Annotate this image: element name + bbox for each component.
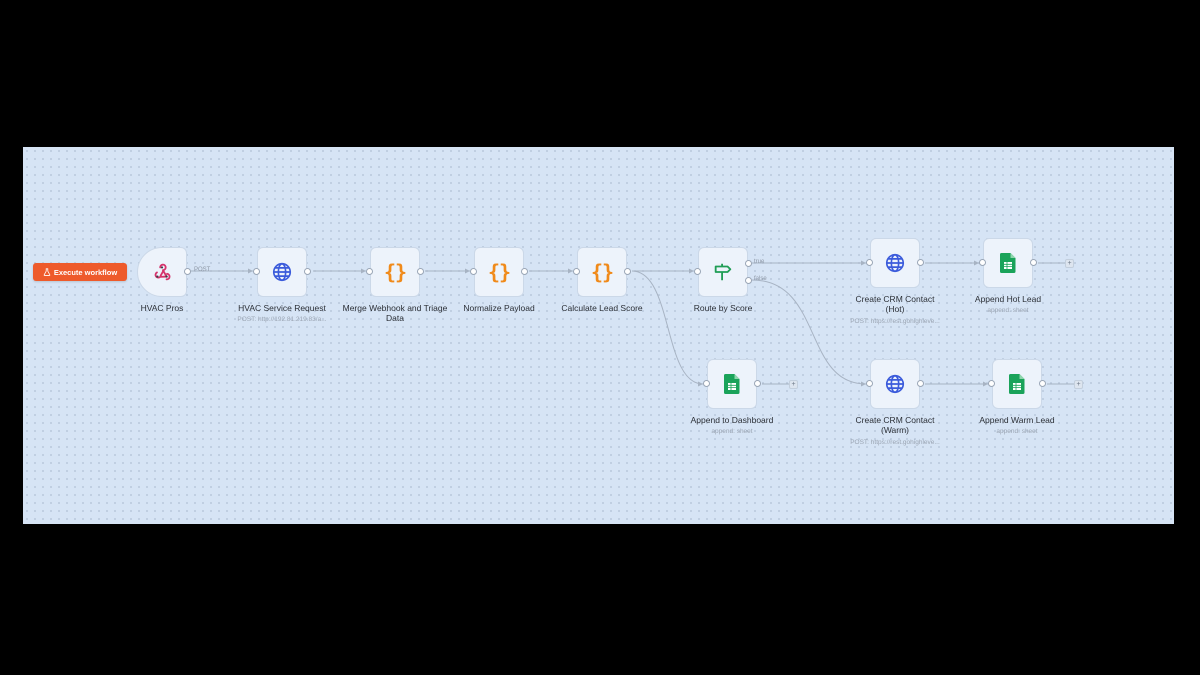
connections-layer bbox=[191, 260, 1074, 387]
node-dashboard-output[interactable] bbox=[754, 380, 761, 387]
webhook-icon bbox=[154, 263, 171, 281]
node-score[interactable]: {} Calculate Lead Score bbox=[561, 247, 643, 313]
node-route-output-false[interactable] bbox=[745, 277, 752, 284]
node-normalize-label: Normalize Payload bbox=[463, 303, 535, 313]
globe-icon bbox=[272, 262, 292, 282]
node-append-warm-label: Append Warm Lead bbox=[979, 415, 1055, 425]
node-dashboard-sub: append: sheet bbox=[711, 428, 753, 435]
node-append-hot-box[interactable] bbox=[983, 238, 1033, 288]
node-dashboard[interactable]: Append to Dashboard append: sheet bbox=[691, 359, 773, 435]
node-route-label: Route by Score bbox=[693, 303, 753, 313]
node-append-hot-label: Append Hot Lead bbox=[974, 294, 1042, 304]
sheets-icon bbox=[1009, 374, 1025, 394]
node-append-hot-output[interactable] bbox=[1030, 259, 1037, 266]
node-http-service-input[interactable] bbox=[253, 268, 260, 275]
node-http-service-box[interactable] bbox=[257, 247, 307, 297]
sheets-icon bbox=[1000, 253, 1016, 273]
node-crm-hot[interactable]: Create CRM Contact (Hot) POST: https://r… bbox=[850, 238, 940, 325]
edge-label-true: true bbox=[754, 259, 765, 265]
node-route-input[interactable] bbox=[694, 268, 701, 275]
node-route[interactable]: Route by Score bbox=[694, 247, 752, 313]
node-http-service[interactable]: HVAC Service Request POST: http://192.81… bbox=[237, 247, 327, 323]
node-http-service-sub: POST: http://192.81.219.83/a... bbox=[237, 316, 327, 323]
node-normalize-box[interactable]: {} bbox=[474, 247, 524, 297]
node-crm-warm-output[interactable] bbox=[917, 380, 924, 387]
node-merge-box[interactable]: {} bbox=[370, 247, 420, 297]
node-crm-hot-sub: POST: https://rest.gohighleve... bbox=[850, 318, 940, 325]
edge-score-dashboard bbox=[631, 270, 704, 385]
node-crm-hot-label: Create CRM Contact (Hot) bbox=[855, 294, 935, 314]
node-append-warm-input[interactable] bbox=[988, 380, 995, 387]
code-braces-icon: {} bbox=[590, 260, 614, 284]
globe-icon bbox=[885, 374, 905, 394]
node-score-label: Calculate Lead Score bbox=[561, 303, 643, 313]
node-crm-warm[interactable]: Create CRM Contact (Warm) POST: https://… bbox=[850, 359, 940, 446]
edge-label-post: POST bbox=[194, 267, 211, 273]
node-merge-label: Merge Webhook and Triage Data bbox=[342, 303, 448, 323]
sheets-icon bbox=[724, 374, 740, 394]
node-dashboard-label: Append to Dashboard bbox=[690, 415, 774, 425]
node-webhook[interactable]: HVAC Pros bbox=[137, 247, 191, 313]
node-http-service-output[interactable] bbox=[304, 268, 311, 275]
node-route-box[interactable] bbox=[698, 247, 748, 297]
workflow-canvas[interactable]: POST true false Execute workflow HVAC Pr… bbox=[23, 147, 1174, 524]
node-crm-warm-box[interactable] bbox=[870, 359, 920, 409]
node-dashboard-input[interactable] bbox=[703, 380, 710, 387]
node-http-service-label: HVAC Service Request bbox=[238, 303, 326, 313]
add-node-after-warm-button[interactable]: + bbox=[1074, 380, 1083, 389]
node-normalize[interactable]: {} Normalize Payload bbox=[463, 247, 535, 313]
node-append-hot[interactable]: Append Hot Lead append: sheet bbox=[975, 238, 1041, 314]
code-braces-icon: {} bbox=[487, 260, 511, 284]
node-dashboard-box[interactable] bbox=[707, 359, 757, 409]
node-append-warm[interactable]: Append Warm Lead append: sheet bbox=[979, 359, 1055, 435]
node-webhook-box[interactable] bbox=[137, 247, 187, 297]
node-merge-output[interactable] bbox=[417, 268, 424, 275]
node-normalize-output[interactable] bbox=[521, 268, 528, 275]
node-crm-warm-input[interactable] bbox=[866, 380, 873, 387]
add-node-after-hot-button[interactable]: + bbox=[1065, 259, 1074, 268]
signpost-icon bbox=[714, 263, 732, 281]
node-append-hot-input[interactable] bbox=[979, 259, 986, 266]
node-crm-warm-sub: POST: https://rest.gohighleve... bbox=[850, 439, 940, 446]
node-route-output-true[interactable] bbox=[745, 260, 752, 267]
node-append-hot-sub: append: sheet bbox=[987, 307, 1029, 314]
node-normalize-input[interactable] bbox=[470, 268, 477, 275]
node-crm-hot-box[interactable] bbox=[870, 238, 920, 288]
node-webhook-label: HVAC Pros bbox=[140, 303, 184, 313]
flask-icon bbox=[43, 268, 51, 276]
edge-route-false-crmwarm bbox=[751, 279, 867, 385]
node-append-warm-box[interactable] bbox=[992, 359, 1042, 409]
execute-workflow-button[interactable]: Execute workflow bbox=[33, 263, 127, 281]
execute-workflow-label: Execute workflow bbox=[53, 267, 118, 277]
node-crm-warm-label: Create CRM Contact (Warm) bbox=[855, 415, 935, 435]
node-append-warm-output[interactable] bbox=[1039, 380, 1046, 387]
node-merge-input[interactable] bbox=[366, 268, 373, 275]
node-score-output[interactable] bbox=[624, 268, 631, 275]
node-crm-hot-input[interactable] bbox=[866, 259, 873, 266]
node-score-box[interactable]: {} bbox=[577, 247, 627, 297]
globe-icon bbox=[885, 253, 905, 273]
node-score-input[interactable] bbox=[573, 268, 580, 275]
node-append-warm-sub: append: sheet bbox=[996, 428, 1038, 435]
node-merge[interactable]: {} Merge Webhook and Triage Data bbox=[343, 247, 447, 323]
node-crm-hot-output[interactable] bbox=[917, 259, 924, 266]
edge-label-false: false bbox=[754, 276, 767, 282]
code-braces-icon: {} bbox=[383, 260, 407, 284]
node-webhook-output[interactable] bbox=[184, 268, 191, 275]
add-node-after-dashboard-button[interactable]: + bbox=[789, 380, 798, 389]
